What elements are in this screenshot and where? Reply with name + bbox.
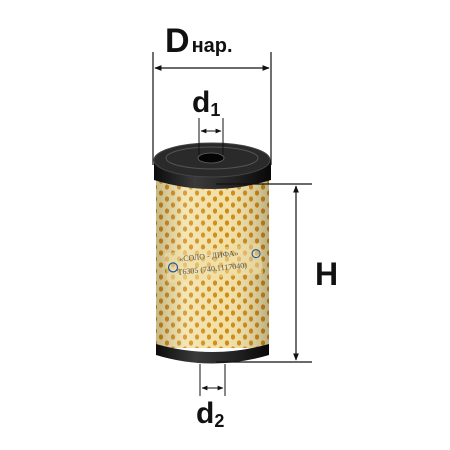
d1-subscript: 1 bbox=[210, 100, 220, 120]
inner-diameter-top-dimension: d1 bbox=[192, 86, 224, 155]
center-hole bbox=[197, 152, 225, 164]
bottom-cap bbox=[156, 344, 269, 364]
filter-label: «СОЛО - ДИФА» T6305 (740.1117040) bbox=[164, 243, 264, 284]
d2-label: d2 bbox=[196, 397, 224, 431]
top-cap-highlight bbox=[165, 146, 259, 170]
d1-letter: d bbox=[192, 86, 210, 119]
inner-diameter-bottom-dimension: d2 bbox=[196, 364, 226, 431]
filter-element: «СОЛО - ДИФА» T6305 (740.1117040) bbox=[153, 142, 271, 364]
d1-label: d1 bbox=[192, 86, 220, 120]
d2-subscript: 2 bbox=[214, 411, 224, 431]
height-dimension: H bbox=[216, 183, 338, 363]
outer-diameter-letter: D bbox=[165, 22, 190, 60]
logo-icon-right bbox=[251, 249, 261, 259]
d2-letter: d bbox=[196, 397, 214, 430]
logo-icon bbox=[167, 262, 179, 273]
outer-diameter-suffix: нар. bbox=[192, 35, 233, 57]
height-label: H bbox=[315, 256, 338, 292]
